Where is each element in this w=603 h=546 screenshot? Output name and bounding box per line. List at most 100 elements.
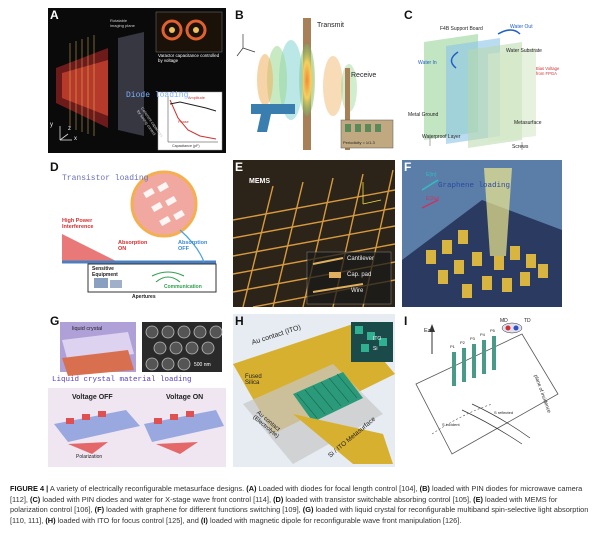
panel-h-label: H <box>235 314 244 328</box>
panel-g-label: G <box>50 314 60 328</box>
panel-i-p5: P5 <box>490 328 495 333</box>
panel-i-s-reflected: S reflected <box>494 410 514 415</box>
panel-d-abs-on: Absorption ON <box>118 240 148 252</box>
panel-c: C F4B Support Board Water Out Water In W… <box>402 8 562 153</box>
panel-i-p1: P1 <box>450 344 455 349</box>
panel-i-p3: P3 <box>470 336 475 341</box>
panel-a-axis-z: z <box>68 126 71 132</box>
panel-a-inset-title: Varactor capacitance controlled by volta… <box>158 53 220 63</box>
panel-h: H Au contact (ITO) Fused Silica Au conta… <box>233 314 395 467</box>
caption-panel-ref: (E) <box>473 494 483 504</box>
panel-i-md: MD <box>500 318 508 324</box>
panel-f-e-out: E(2ω) <box>426 196 440 202</box>
panel-a-plot-xlabel: Capacitance (pF) <box>172 144 200 148</box>
panel-a: A Diode loading Varactor capacitance con… <box>48 8 226 153</box>
panel-d-title: Transistor loading <box>62 174 149 183</box>
panel-i-label: I <box>404 314 408 328</box>
panel-g-voltage-off: Voltage OFF <box>72 394 113 401</box>
panel-b-periodicity: Periodicity = λ/1.3 <box>343 140 375 145</box>
panel-f: F Graphene loading E(in) E(2ω) <box>402 160 562 307</box>
caption-text: loaded with MEMS for polarization contro… <box>10 494 558 515</box>
panel-a-title: Diode loading <box>126 91 189 100</box>
panel-g-liquid: liquid crystal <box>72 326 103 332</box>
panel-b-label: B <box>235 8 244 22</box>
panel-i-s-incident: S incident <box>442 422 460 427</box>
caption-panel-ref: (I) <box>200 515 208 525</box>
caption-panel-ref: (F) <box>94 505 105 515</box>
panel-e-cap-pad: Cap. pad <box>347 272 372 278</box>
figure-caption: FIGURE 4 | A variety of electrically rec… <box>10 484 590 526</box>
panel-g-title: Liquid crystal material loading <box>52 376 192 384</box>
panel-b-transmit: Transmit <box>317 22 344 29</box>
panel-i: I MD TD Ez plane of incidence P1 P2 P3 P… <box>402 314 562 467</box>
panel-c-ground: Metal Ground <box>408 112 439 118</box>
panel-c-label: C <box>404 8 413 22</box>
panel-a-top-label: Rotatable imaging plane <box>110 18 135 28</box>
panel-g-polarization: Polarization <box>76 454 103 460</box>
panel-h-ito: ITO <box>373 336 382 342</box>
panel-a-series-amplitude: Amplitude <box>188 96 205 100</box>
panel-c-water-out: Water Out <box>510 24 533 30</box>
panel-g-scale: 500 nm <box>194 362 211 368</box>
caption-text: loaded with PIN diodes and water for X-s… <box>40 494 274 504</box>
panel-h-si: Si <box>373 346 378 352</box>
panel-d-apertures: Apertures <box>132 294 156 300</box>
panel-a-illustration <box>56 11 223 151</box>
panel-a-series-phase: Phase <box>178 120 189 124</box>
caption-panel-ref: (G) <box>302 505 314 515</box>
panel-g: G liquid crystal 500 nm Liquid crystal m… <box>48 314 226 467</box>
panel-f-illustration <box>402 168 562 307</box>
panel-b: B Transmit Receive Periodicity = λ/1.3 <box>233 8 395 153</box>
panel-c-illustration <box>424 29 536 150</box>
caption-body: A variety of electrically reconfigurable… <box>10 484 588 525</box>
caption-panel-ref: (C) <box>30 494 41 504</box>
caption-text: loaded with PIN diodes for microwave cam… <box>10 484 583 504</box>
panel-c-screws: Screws <box>512 144 529 150</box>
panel-c-water-in: Water In <box>418 60 437 66</box>
caption-text: loaded with transistor switchable absorb… <box>283 494 474 504</box>
panel-h-illustration <box>233 322 395 464</box>
panel-i-ez: Ez <box>424 328 431 334</box>
panel-i-p4: P4 <box>480 332 485 337</box>
panel-a-label: A <box>50 8 59 22</box>
panel-a-axis-x: x <box>74 136 77 142</box>
panel-e: E MEMS Cantilever Cap. pad Wire <box>233 160 395 307</box>
panel-c-substrate: Water Substrate <box>506 48 542 54</box>
panel-b-receive: Receive <box>351 72 377 79</box>
panel-e-label: E <box>235 160 244 174</box>
panel-e-illustration <box>233 169 395 307</box>
panel-c-support: F4B Support Board <box>440 26 483 32</box>
caption-panel-ref: (D) <box>273 494 284 504</box>
caption-panel-ref: (H) <box>45 515 56 525</box>
caption-panel-ref: (B) <box>419 484 430 493</box>
panel-d-abs-off: Absorption OFF <box>178 240 208 252</box>
panel-d-communication: Communication <box>164 284 202 290</box>
panel-h-fused: Fused Silica <box>245 374 262 386</box>
panel-d-illustration <box>62 170 217 293</box>
panel-d-label: D <box>50 160 59 174</box>
caption-figure-number: FIGURE 4 | <box>10 484 49 493</box>
panel-i-p2: P2 <box>460 340 465 345</box>
caption-text: loaded with graphene for different funct… <box>104 505 303 515</box>
caption-panel-ref: (A) <box>246 484 257 493</box>
caption-text: loaded with liquid crystal for reconfigu… <box>10 505 589 525</box>
caption-text: Loaded with diodes for focal length cont… <box>256 484 420 493</box>
panel-d-interference: High Power Interference <box>62 218 94 230</box>
panel-d-equipment: Sensitive Equipment <box>92 266 118 278</box>
panel-d: D Transistor loading High Power Interfer… <box>48 160 226 307</box>
panel-a-axis-y: y <box>50 122 53 128</box>
panel-e-cantilever: Cantilever <box>347 256 375 262</box>
panel-b-illustration <box>236 18 394 150</box>
caption-text: A variety of electrically reconfigurable… <box>48 484 247 493</box>
panel-f-label: F <box>404 160 412 174</box>
panel-e-title: MEMS <box>249 178 270 185</box>
caption-text: loaded with ITO for focus control [125],… <box>55 515 201 525</box>
panel-c-metasurface: Metasurface <box>514 120 542 126</box>
panel-i-illustration <box>415 322 559 455</box>
panel-e-wire: Wire <box>351 288 364 294</box>
panel-g-voltage-on: Voltage ON <box>166 394 204 401</box>
panel-c-bias: Bias Voltage from FPGA <box>536 66 560 76</box>
panel-f-e-inc: E(in) <box>426 172 437 178</box>
panel-i-td: TD <box>524 318 531 324</box>
panel-f-title: Graphene loading <box>438 182 511 190</box>
